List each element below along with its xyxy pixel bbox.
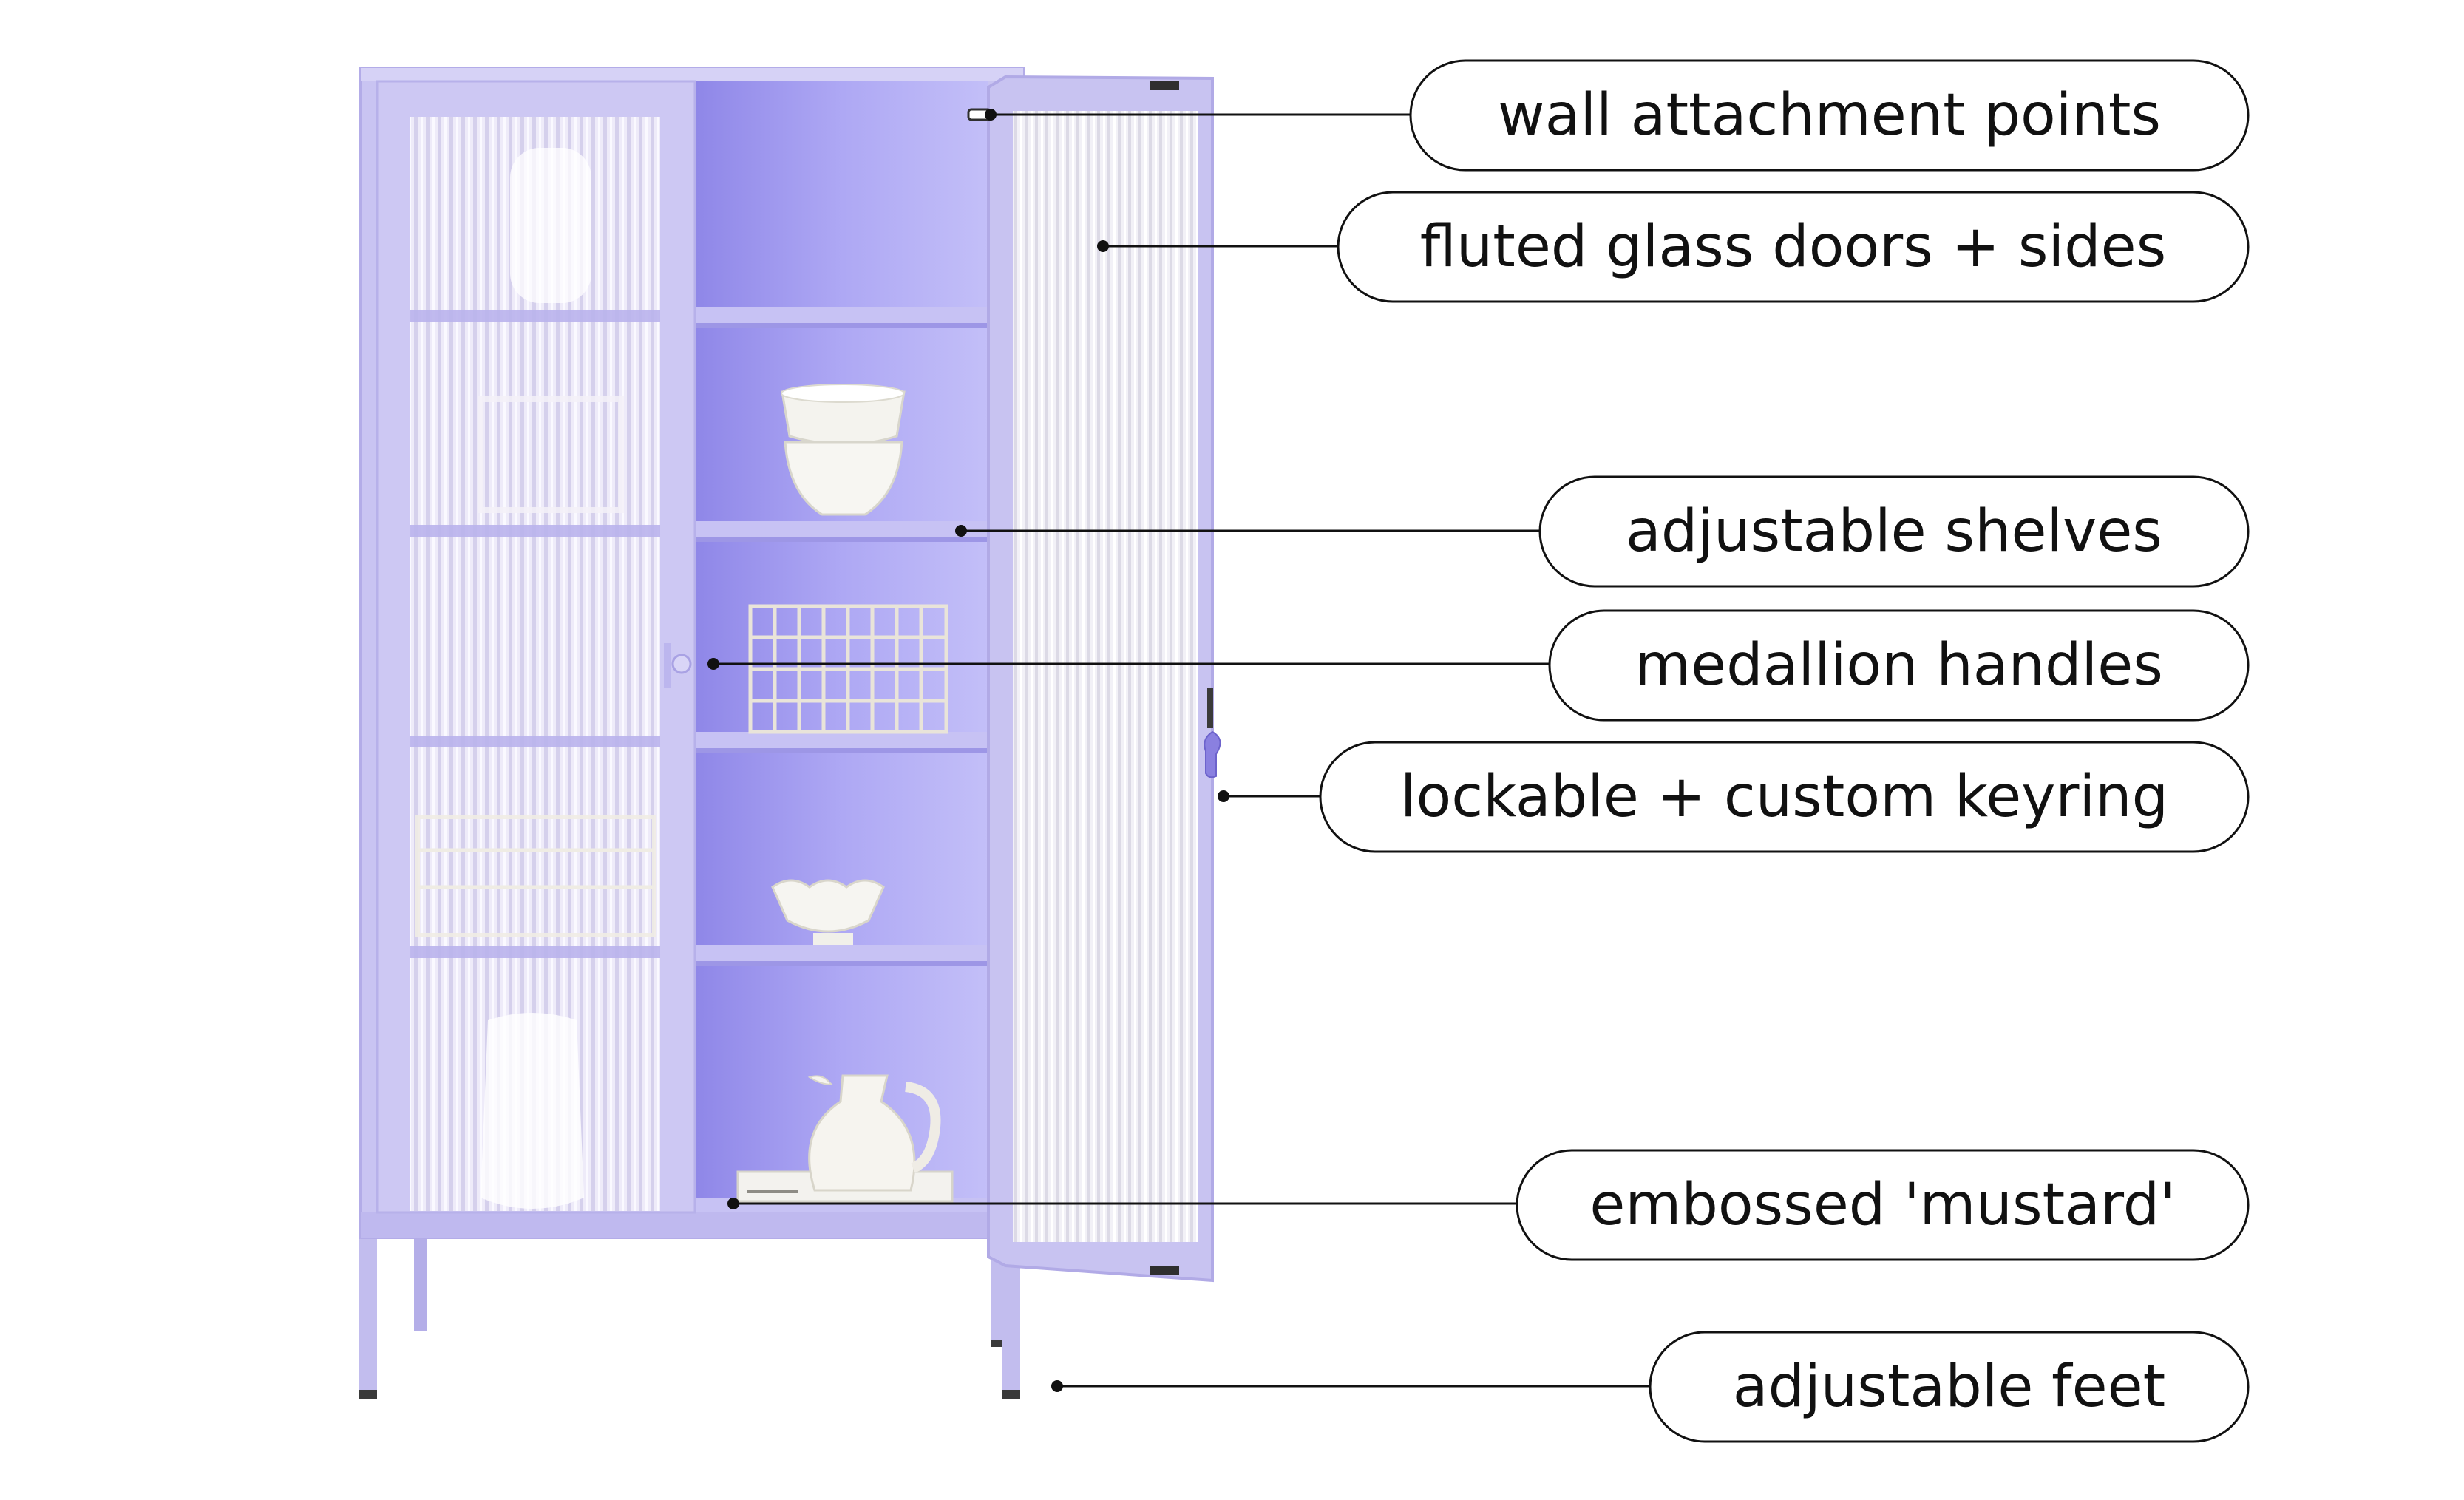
callout-label: adjustable feet [1733,1354,2165,1420]
callout-lockable-keyring: lockable + custom keyring [1218,741,2250,853]
callout-pill [1649,1331,2250,1443]
callout-label: fluted glass doors + sides [1420,214,2167,280]
callout-embossed-mustard: embossed 'mustard' [727,1149,2250,1261]
callout-label: wall attachment points [1498,82,2161,149]
hinge-bottom [1150,1266,1179,1275]
right-door-open [987,75,1221,1283]
callout-dot [985,109,997,121]
callout-adjustable-feet: adjustable feet [1051,1331,2250,1443]
callouts: wall attachment points fluted glass doors… [707,59,2250,1443]
wire-basket [748,604,948,734]
callout-label: adjustable shelves [1626,498,2162,565]
callout-pill [1409,59,2250,172]
cabinet-leg-back [414,1220,427,1331]
callout-dot [727,1198,739,1209]
stacked-bowls [781,384,906,516]
callout-label: lockable + custom keyring [1400,764,2168,830]
wavy-bowl [771,879,885,945]
right-door-glass [1013,111,1198,1242]
callout-pill [1516,1149,2250,1261]
callout-dot [1218,790,1229,802]
door-lock [1207,688,1213,728]
callout-adjustable-shelves: adjustable shelves [955,475,2250,588]
keyring-icon [1204,730,1221,778]
callout-pill [1337,191,2250,303]
callout-dot [1097,240,1109,252]
callout-medallion-handles: medallion handles [707,609,2250,722]
cabinet-illustration [359,67,1221,1399]
callout-label: medallion handles [1635,632,2163,699]
shelves [696,307,988,1212]
callout-fluted-glass-doors: fluted glass doors + sides [1097,191,2250,303]
callout-label: embossed 'mustard' [1589,1172,2175,1238]
cabinet-leg-left [359,1212,377,1397]
callout-pill [1319,741,2250,853]
callout-wall-attachment-points: wall attachment points [985,59,2250,172]
callout-dot [1051,1380,1063,1392]
medallion-handle [671,654,692,674]
callout-pill [1548,609,2250,722]
callout-pill [1538,475,2250,588]
ceramic-pitcher [807,1074,941,1192]
hinge-top [1150,81,1179,90]
cabinet-interior [696,81,988,1212]
callout-dot [955,525,967,537]
callout-dot [707,658,719,670]
